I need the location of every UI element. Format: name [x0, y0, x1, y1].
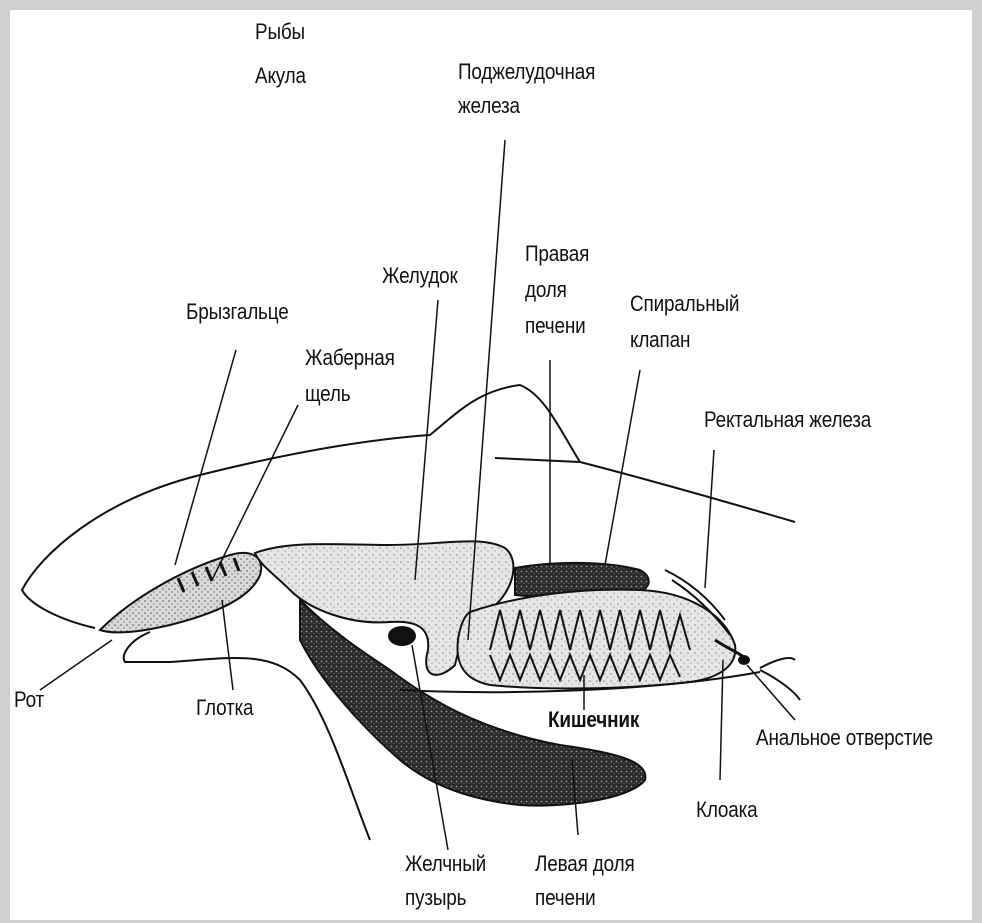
label-left-liver-1: Левая доля [535, 850, 635, 877]
label-right-liver-3: печени [525, 312, 586, 339]
label-cloaca: Клоака [696, 796, 758, 823]
label-stomach: Желудок [382, 262, 458, 289]
label-pharynx: Глотка [196, 694, 253, 721]
pelvic-fin [760, 658, 800, 700]
label-pancreas-1: Поджелудочная [458, 58, 595, 85]
title-line2: Акула [255, 62, 306, 89]
label-gill-slit-1: Жаберная [305, 344, 395, 371]
label-anus: Анальное отверстие [756, 724, 933, 751]
label-rectal-gland: Ректальная железа [704, 406, 871, 433]
label-intestine: Кишечник [548, 706, 639, 733]
label-spiracle: Брызгальце [186, 298, 289, 325]
label-spiral-valve-1: Спиральный [630, 290, 739, 317]
title-line1: Рыбы [255, 18, 305, 45]
label-mouth: Рот [14, 686, 44, 713]
label-pancreas-2: железа [458, 92, 520, 119]
label-gallbladder-2: пузырь [405, 884, 466, 911]
label-gallbladder-1: Желчный [405, 850, 486, 877]
gallbladder [388, 626, 416, 646]
label-spiral-valve-2: клапан [630, 326, 690, 353]
label-right-liver-1: Правая [525, 240, 589, 267]
anal-opening [738, 655, 750, 665]
label-right-liver-2: доля [525, 276, 567, 303]
label-left-liver-2: печени [535, 884, 596, 911]
label-gill-slit-2: щель [305, 380, 350, 407]
